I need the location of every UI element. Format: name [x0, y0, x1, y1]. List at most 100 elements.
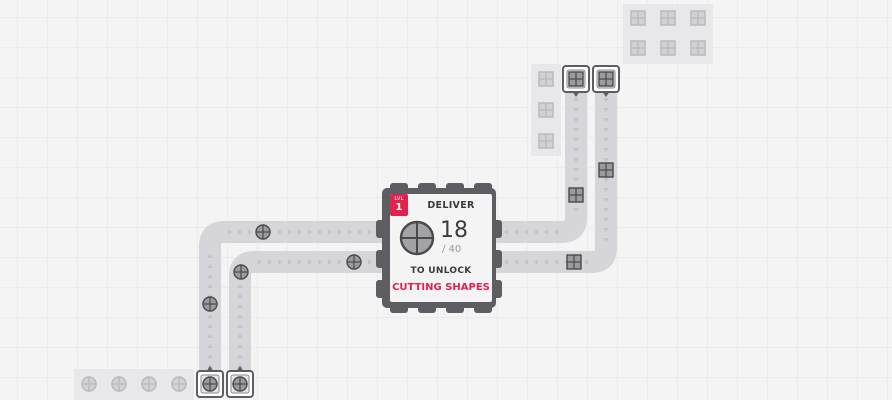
belt-arrow: [573, 108, 579, 112]
belt-arrow: [207, 264, 213, 268]
square-quartered-icon: [598, 71, 614, 87]
belt-arrow: [573, 178, 579, 182]
belt-arrow: [514, 259, 518, 265]
square-quartered-icon: [538, 71, 554, 87]
belt-arrow: [328, 259, 332, 265]
circle-quartered-icon: [232, 376, 248, 392]
belt-arrow: [603, 228, 609, 232]
belt-arrow: [207, 334, 213, 338]
square-quartered-icon: [538, 133, 554, 149]
belt-arrow: [228, 229, 232, 235]
belt-arrow: [524, 259, 528, 265]
extractor-output-arrow: [572, 91, 580, 97]
circle-quartered-icon: [81, 376, 97, 392]
belt-arrow: [237, 284, 243, 288]
circle-quartered-icon: [233, 264, 249, 280]
belt-arrow: [544, 259, 548, 265]
extractor-building[interactable]: [226, 366, 254, 398]
belt-arrow: [207, 344, 213, 348]
belt-arrow: [268, 259, 272, 265]
circle-quartered-icon: [202, 376, 218, 392]
extractor-output-arrow: [206, 366, 214, 372]
belt-arrow: [258, 259, 262, 265]
belt-arrow: [278, 229, 282, 235]
belt-arrow: [318, 229, 322, 235]
belt-arrow: [573, 168, 579, 172]
belt-arrow: [603, 108, 609, 112]
belt-arrow: [348, 229, 352, 235]
square-quartered-icon: [568, 187, 584, 203]
belt-arrow: [534, 259, 538, 265]
belt-arrow: [338, 229, 342, 235]
belt-arrow: [603, 178, 609, 182]
belt-arrow: [328, 229, 332, 235]
belt-arrow: [288, 229, 292, 235]
belt-arrow: [207, 284, 213, 288]
square-quartered-icon: [630, 40, 646, 56]
extractor-building[interactable]: [562, 65, 590, 97]
belt-arrow: [298, 229, 302, 235]
circle-quartered-icon: [202, 296, 218, 312]
belt-arrow: [237, 344, 243, 348]
square-quartered-icon: [566, 254, 582, 270]
belt-arrow: [368, 229, 372, 235]
belt-arrow: [237, 324, 243, 328]
belt-arrow: [573, 208, 579, 212]
belt-arrow: [278, 259, 282, 265]
square-quartered-icon: [538, 102, 554, 118]
belt-left-outer[interactable]: [199, 221, 386, 392]
square-quartered-icon: [690, 10, 706, 26]
extractors[interactable]: [196, 65, 620, 398]
belt-arrow: [554, 259, 558, 265]
belt-arrow: [368, 259, 372, 265]
square-quartered-icon: [598, 162, 614, 178]
belt-arrow: [207, 324, 213, 328]
extractor-output-arrow: [602, 91, 610, 97]
hub-building[interactable]: [376, 183, 502, 313]
belt-arrow: [237, 334, 243, 338]
circle-quartered-icon: [141, 376, 157, 392]
belt-arrow: [237, 314, 243, 318]
belt-arrow: [603, 208, 609, 212]
belt-arrow: [573, 98, 579, 102]
extractor-building[interactable]: [196, 366, 224, 398]
hub-required-shape: [399, 220, 435, 256]
extractor-building[interactable]: [592, 65, 620, 97]
belt-arrow: [238, 229, 242, 235]
belt-arrow: [308, 259, 312, 265]
belt-arrow: [603, 218, 609, 222]
belt-arrow: [358, 229, 362, 235]
belt-right-outer[interactable]: [496, 82, 617, 273]
belt-arrow: [237, 354, 243, 358]
belt-arrow: [573, 148, 579, 152]
belt-arrow: [603, 138, 609, 142]
belt-arrow: [338, 259, 342, 265]
belt-arrow: [554, 229, 558, 235]
belt-arrow: [603, 158, 609, 162]
belt-arrow: [603, 188, 609, 192]
belt-arrow: [207, 314, 213, 318]
belt-arrow: [514, 229, 518, 235]
belt-arrow: [207, 274, 213, 278]
belt-arrow: [237, 304, 243, 308]
belt-right-inner[interactable]: [496, 82, 587, 243]
belt-arrow: [207, 254, 213, 258]
belt-arrow: [504, 259, 508, 265]
circle-quartered-icon: [346, 254, 362, 270]
belt-arrow: [318, 259, 322, 265]
circle-quartered-icon: [171, 376, 187, 392]
belt-arrow: [573, 128, 579, 132]
belt-arrow: [504, 229, 508, 235]
belt-arrow: [573, 118, 579, 122]
belt-arrow: [237, 294, 243, 298]
belt-arrow: [534, 229, 538, 235]
belt-arrow: [207, 354, 213, 358]
belt-arrow: [573, 158, 579, 162]
belt-arrow: [248, 229, 252, 235]
belt-arrow: [544, 229, 548, 235]
belt-arrow: [603, 198, 609, 202]
belt-arrow: [603, 118, 609, 122]
square-quartered-icon: [630, 10, 646, 26]
square-quartered-icon: [690, 40, 706, 56]
